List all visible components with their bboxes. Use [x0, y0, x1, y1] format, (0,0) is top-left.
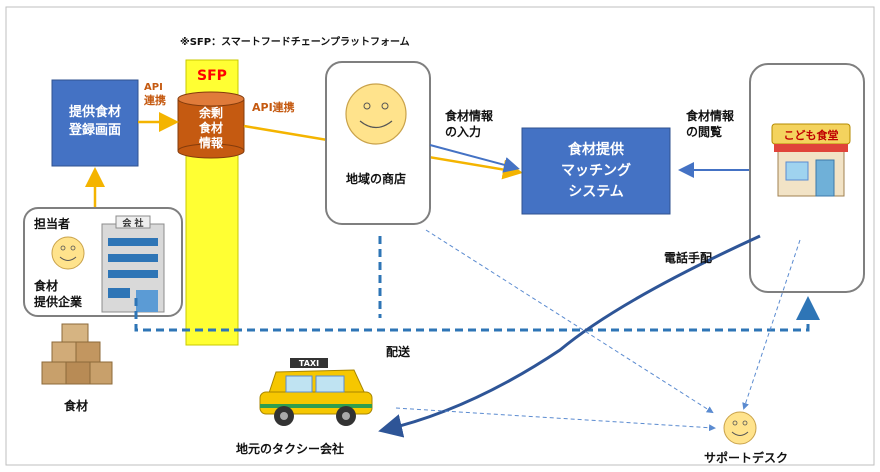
company-label-line1: 食材 [33, 278, 58, 293]
api-link-label: API連携 [252, 100, 295, 114]
local-store-label: 地域の商店 [346, 171, 406, 186]
company-building-icon [101, 215, 165, 313]
store-to-matching-arrow [429, 144, 520, 173]
register-screen-box [51, 79, 139, 167]
browse-label-line2: の閲覧 [686, 124, 722, 139]
taxi-to-support-dashed [395, 407, 716, 432]
company-sign: 会 社 [122, 217, 143, 229]
taxi-icon [259, 358, 373, 426]
support-desk-label: サポートデスク [704, 450, 788, 465]
delivery-label: 配送 [386, 344, 411, 359]
company-person-face-icon [51, 236, 85, 270]
api-link-top-line1: API [144, 82, 163, 93]
ingredients-boxes-icon [41, 323, 113, 385]
surplus-line3: 情報 [199, 135, 224, 150]
surplus-line1: 余剰 [198, 105, 223, 120]
phone-label: 電話手配 [664, 250, 712, 265]
matching-line1: 食材提供 [568, 141, 624, 158]
taxi-sign: TAXI [299, 359, 319, 368]
kodomo-sign: こども食堂 [784, 128, 839, 142]
matching-system-box [521, 127, 671, 215]
surplus-line2: 食材 [198, 120, 223, 135]
store-to-support-dashed [425, 229, 714, 414]
sfp-note: ※SFP：スマートフードチェーンプラットフォーム [180, 35, 410, 48]
surplus-database-icon [177, 91, 245, 159]
taxi-company-label: 地元のタクシー会社 [236, 441, 344, 456]
register-screen-line1: 提供食材 [69, 104, 121, 120]
outer-frame [5, 6, 875, 466]
company-label-line2: 提供企業 [34, 294, 83, 309]
store-person-face-icon [345, 83, 407, 145]
sfp-label: SFP [197, 68, 227, 84]
matching-line2: マッチング [561, 162, 631, 179]
support-desk-face-icon [723, 411, 757, 445]
delivery-route-dashed-line [134, 296, 820, 332]
phone-arrangement-arrow [378, 234, 761, 438]
company-person-label: 担当者 [34, 216, 70, 231]
kodomo-to-support-dashed [742, 239, 801, 410]
api-link-top-line2: 連携 [144, 93, 166, 107]
ingredients-label: 食材 [63, 398, 88, 413]
register-screen-line2: 登録画面 [68, 122, 121, 138]
kodomo-shokudo-building-icon [771, 123, 851, 197]
matching-line3: システム [568, 184, 624, 200]
browse-label-line1: 食材情報 [685, 108, 735, 123]
input-label-line2: の入力 [445, 124, 481, 139]
input-label-line1: 食材情報 [444, 108, 494, 123]
